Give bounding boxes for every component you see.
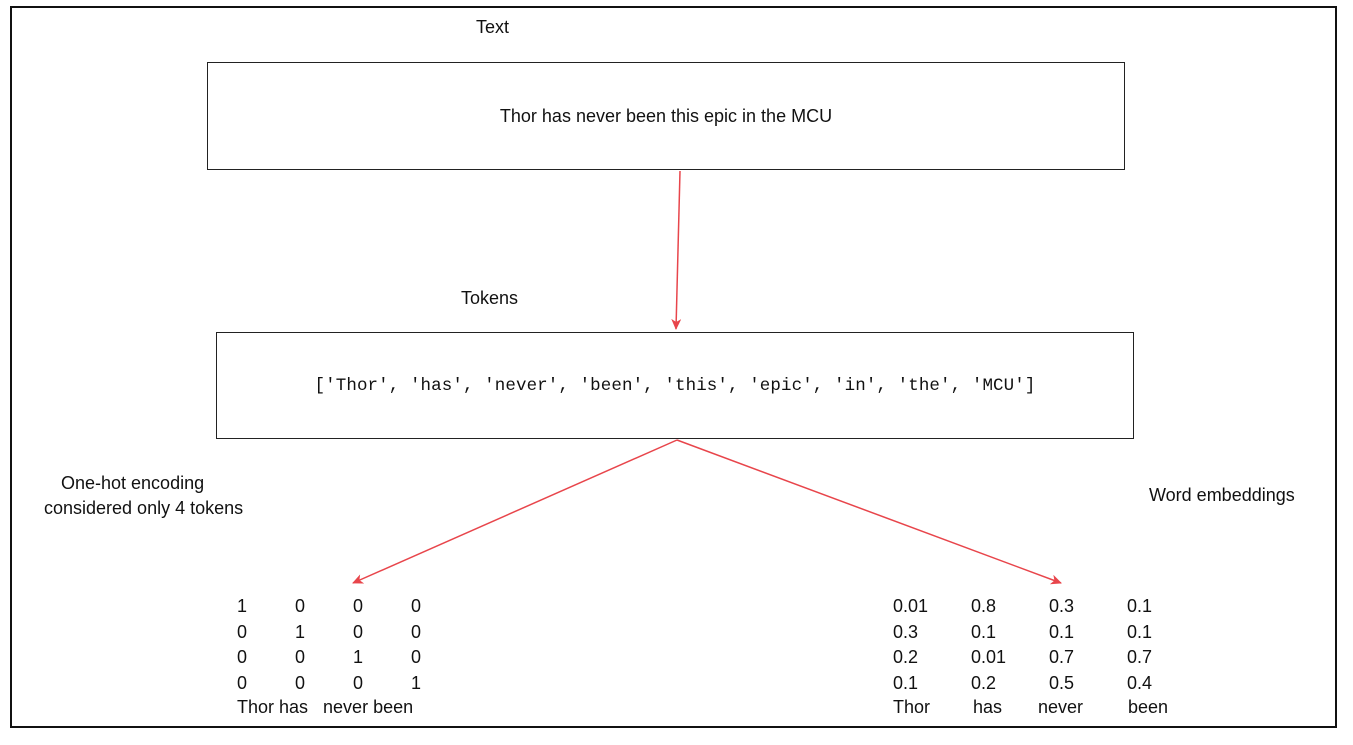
tokens-list: ['Thor', 'has', 'never', 'been', 'this',…	[314, 375, 1036, 396]
onehot-title-line1: One-hot encoding	[61, 473, 205, 493]
matrix-cell: 0	[353, 596, 364, 617]
matrix-cell: 0	[237, 647, 248, 668]
onehot-title-line2: considered only 4 tokens	[44, 498, 244, 518]
text-box: Thor has never been this epic in the MCU	[207, 62, 1125, 170]
matrix-row: 0 0 1 0	[237, 645, 469, 671]
matrix-cell: 0.4	[1127, 672, 1153, 693]
arrow-tokens-to-onehot	[352, 439, 678, 584]
matrix-cell: 0	[411, 647, 422, 668]
matrix-cell: 1	[237, 596, 248, 617]
onehot-matrix: 1 0 0 0 0 1 0 0 0 0 1 0 0 0 0 1	[237, 594, 469, 696]
matrix-cell: 0.1	[1049, 621, 1075, 642]
embedding-word: never	[1038, 697, 1084, 717]
matrix-cell: 1	[295, 621, 306, 642]
matrix-cell: 0.1	[1127, 596, 1153, 617]
tokens-label: Tokens	[461, 288, 519, 308]
matrix-row: 0.01 0.8 0.3 0.1	[893, 594, 1205, 620]
matrix-cell: 0	[237, 672, 248, 693]
embeddings-title: Word embeddings	[1149, 485, 1295, 505]
embedding-word: has	[973, 697, 1003, 717]
matrix-cell: 0.3	[893, 621, 919, 642]
matrix-cell: 0.7	[1049, 647, 1075, 668]
matrix-cell: 0.01	[971, 647, 1007, 668]
matrix-row: 0.3 0.1 0.1 0.1	[893, 620, 1205, 646]
embeddings-matrix: 0.01 0.8 0.3 0.1 0.3 0.1 0.1 0.1 0.2 0.0…	[893, 594, 1205, 696]
matrix-cell: 1	[353, 647, 364, 668]
matrix-cell: 0	[295, 596, 306, 617]
matrix-cell: 0	[237, 621, 248, 642]
matrix-cell: 0.01	[893, 596, 929, 617]
matrix-cell: 0.5	[1049, 672, 1075, 693]
matrix-cell: 0.2	[971, 672, 997, 693]
sentence-text: Thor has never been this epic in the MCU	[499, 105, 833, 126]
matrix-cell: 0.1	[1127, 621, 1153, 642]
matrix-cell: 0.8	[971, 596, 997, 617]
embedding-word: Thor	[893, 697, 931, 717]
matrix-row: 0 0 0 1	[237, 671, 469, 697]
matrix-row: 0 1 0 0	[237, 620, 469, 646]
text-label: Text	[476, 17, 510, 37]
matrix-row: 1 0 0 0	[237, 594, 469, 620]
matrix-cell: 0	[353, 672, 364, 693]
matrix-row: 0.2 0.01 0.7 0.7	[893, 645, 1205, 671]
embedding-word: been	[1128, 697, 1169, 717]
matrix-cell: 0	[411, 596, 422, 617]
matrix-cell: 1	[411, 672, 422, 693]
matrix-cell: 0.1	[893, 672, 919, 693]
arrow-tokens-to-embeddings	[676, 439, 1062, 585]
arrow-text-to-tokens	[671, 170, 682, 330]
matrix-cell: 0	[295, 672, 306, 693]
matrix-cell: 0	[295, 647, 306, 668]
matrix-cell: 0	[411, 621, 422, 642]
matrix-cell: 0.7	[1127, 647, 1153, 668]
diagram-frame	[10, 6, 1337, 728]
matrix-cell: 0.3	[1049, 596, 1075, 617]
matrix-cell: 0	[353, 621, 364, 642]
matrix-cell: 0.1	[971, 621, 997, 642]
tokens-box: ['Thor', 'has', 'never', 'been', 'this',…	[216, 332, 1134, 439]
onehot-word-labels: Thor has never been	[237, 697, 414, 717]
matrix-row: 0.1 0.2 0.5 0.4	[893, 671, 1205, 697]
matrix-cell: 0.2	[893, 647, 919, 668]
